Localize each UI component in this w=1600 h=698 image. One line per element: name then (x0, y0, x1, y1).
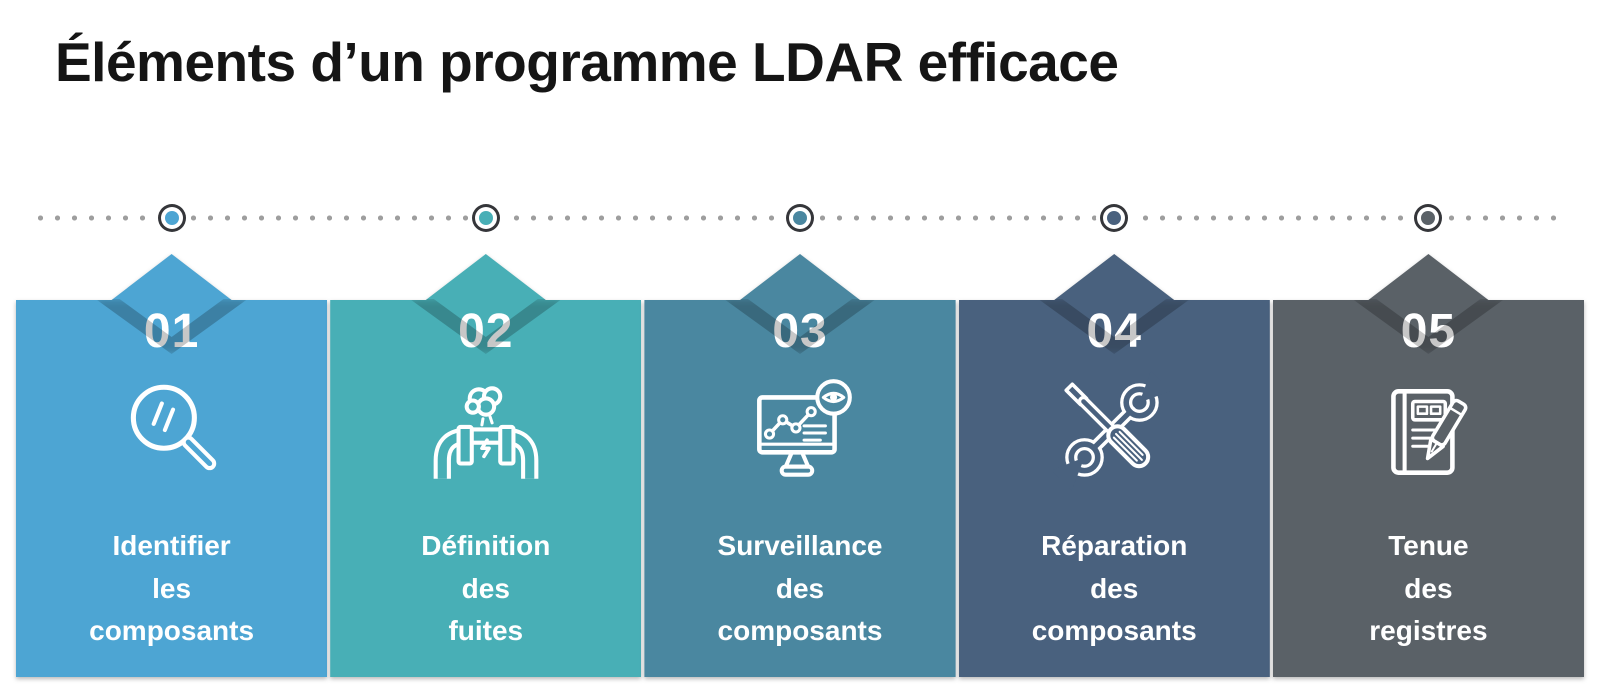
cards-row: 01 Identifier les composants 02 (16, 254, 1584, 677)
tools-icon (1053, 371, 1175, 493)
card-2: 02 Défini (330, 254, 641, 677)
step-number: 05 (1400, 305, 1457, 358)
timeline-marker-1 (164, 211, 179, 225)
step-number: 02 (458, 305, 514, 358)
step-number: 04 (1086, 305, 1142, 358)
card-5: 05 (1273, 254, 1584, 677)
page-title: Éléments d’un programme LDAR efficace (55, 31, 1119, 93)
card-4: 04 (959, 254, 1270, 677)
timeline-marker-3 (793, 211, 807, 225)
timeline (0, 202, 1600, 234)
card-1: 01 Identifier les composants (16, 254, 327, 677)
step-number: 01 (143, 305, 200, 358)
timeline-marker-5 (1421, 211, 1436, 225)
step-label: Identifier les composants (89, 530, 255, 647)
monitor-chart-eye-icon (739, 371, 861, 493)
step-label: Tenue des registres (1369, 530, 1488, 647)
timeline-markers (16, 202, 1584, 234)
step-label: Réparation des composants (1031, 530, 1197, 647)
step-label: Définition des fuites (421, 530, 551, 647)
notebook-pen-icon (1367, 371, 1489, 493)
timeline-marker-2 (478, 211, 493, 225)
timeline-marker-4 (1107, 211, 1122, 225)
magnifier-icon (111, 371, 233, 493)
card-3: 03 (644, 254, 955, 677)
step-label: Surveillance des composants (717, 530, 883, 647)
step-number: 03 (772, 305, 828, 358)
pipe-leak-icon (425, 371, 547, 493)
